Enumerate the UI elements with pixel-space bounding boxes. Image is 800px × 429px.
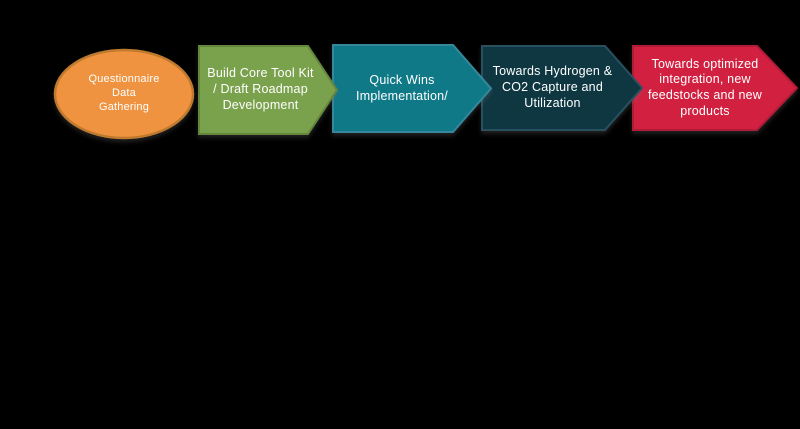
arrow-shape bbox=[332, 44, 492, 133]
step-label: Build Core Tool Kit / Draft Roadmap Deve… bbox=[207, 66, 314, 112]
step-build-core-tool-kit: Build Core Tool Kit / Draft Roadmap Deve… bbox=[198, 45, 338, 135]
step-questionnaire-data-gathering: Questionnaire Data Gathering bbox=[53, 48, 195, 140]
arrow-shape bbox=[481, 45, 643, 131]
step-towards-hydrogen-co2-capture: Towards Hydrogen & CO2 Capture and Utili… bbox=[481, 45, 643, 131]
ellipse-shape bbox=[53, 48, 195, 140]
step-quick-wins-implementation: Quick Wins Implementation/ bbox=[332, 44, 492, 133]
arrow-shape bbox=[198, 45, 338, 135]
arrow-shape bbox=[632, 45, 798, 131]
step-label: Towards Hydrogen & CO2 Capture and Utili… bbox=[492, 64, 613, 110]
step-label: Towards optimized integration, new feeds… bbox=[647, 56, 763, 118]
step-label: Questionnaire Data Gathering bbox=[88, 73, 160, 113]
step-label: Quick Wins Implementation/ bbox=[356, 72, 448, 103]
step-towards-optimized-integration: Towards optimized integration, new feeds… bbox=[632, 45, 798, 131]
